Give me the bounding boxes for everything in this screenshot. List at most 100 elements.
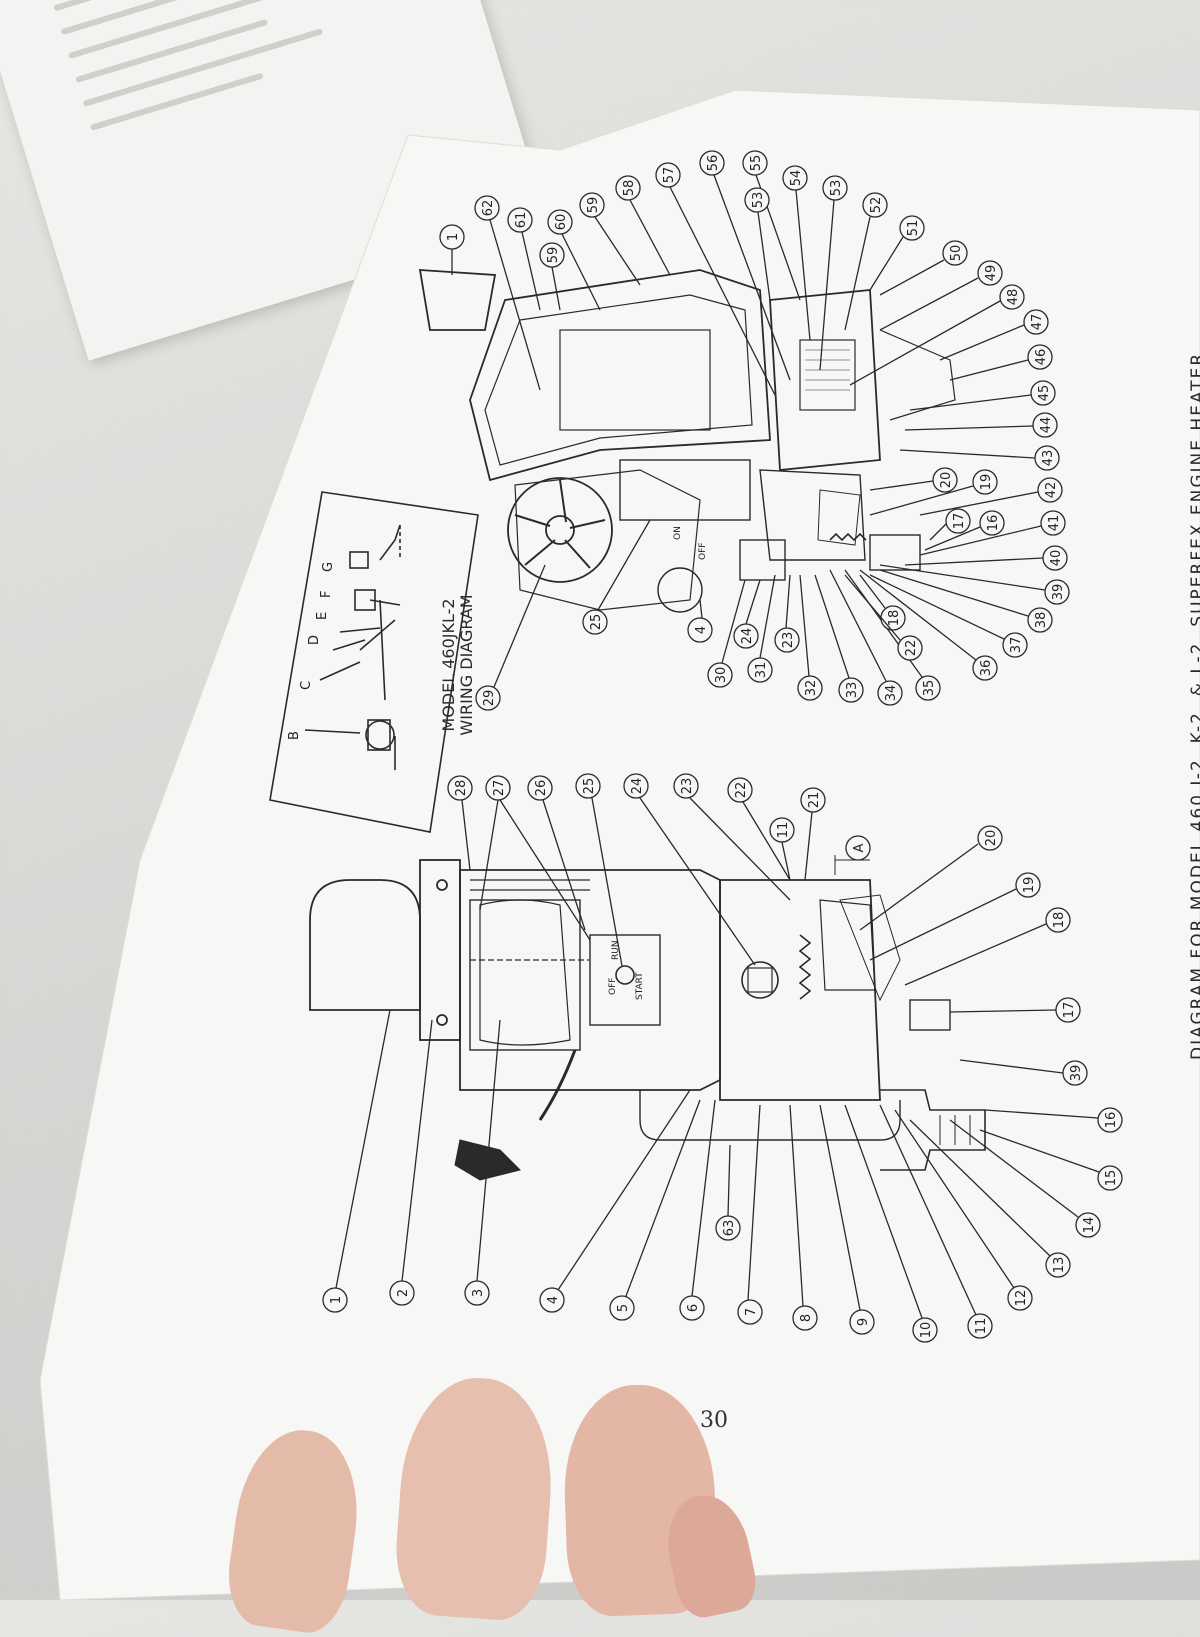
callout-text: 15 [1104, 1170, 1119, 1187]
callout-34 [829, 569, 903, 706]
callout-text: 58 [622, 180, 637, 197]
page-drawing: B C D E F G [39, 89, 1200, 1600]
callout-39-upper [879, 564, 1070, 605]
switch-off-label: OFF [698, 543, 708, 560]
callout-text: 34 [884, 685, 899, 702]
switch-off-label: OFF [608, 978, 618, 995]
lower-callouts [322, 773, 1123, 1343]
callout-text: 39 [1069, 1065, 1084, 1082]
callout-53a [744, 187, 771, 301]
callout-text: 19 [1022, 877, 1037, 894]
callout-text: 18 [887, 610, 902, 627]
callout-text: 27 [492, 780, 507, 797]
callout-14 [949, 1119, 1101, 1238]
callout-text: 20 [984, 830, 999, 847]
lower-heater-view [309, 855, 986, 1181]
callout-15 [979, 1129, 1123, 1191]
callout-26 [527, 775, 586, 931]
callout-60 [547, 209, 601, 311]
callout-text: 50 [949, 245, 964, 262]
callout-text: 36 [979, 660, 994, 677]
callout-text: 60 [554, 214, 569, 231]
callout-31 [747, 574, 776, 683]
callout-text: 12 [1014, 1290, 1029, 1307]
callout-text: 16 [1104, 1112, 1119, 1129]
callout-text: 42 [1044, 482, 1059, 499]
callout-text: 32 [804, 680, 819, 697]
callout-text: 41 [1047, 515, 1062, 532]
wiring-title-line2: WIRING DIAGRAM [457, 594, 476, 736]
callout-text: 11 [776, 822, 791, 839]
callout-22-upper [844, 574, 923, 661]
callout-text: 1 [329, 1296, 344, 1304]
callout-1-upper [439, 224, 465, 275]
callout-text: 9 [856, 1318, 871, 1326]
callout-text: 24 [740, 628, 755, 645]
callout-25 [575, 773, 623, 967]
callout-48 [849, 284, 1025, 386]
callout-59b [579, 192, 641, 286]
callout-28 [447, 775, 473, 871]
callout-62 [474, 195, 541, 391]
wiring-title-line1: MODEL 460JKL-2 [439, 598, 458, 732]
callout-56 [699, 150, 791, 381]
callout-text: 14 [1082, 1217, 1097, 1234]
callout-20 [859, 825, 1003, 931]
callout-text: 44 [1039, 417, 1054, 434]
callout-text: 49 [984, 265, 999, 282]
callout-text: 45 [1037, 385, 1052, 402]
callout-11 [879, 1104, 993, 1339]
callout-47 [939, 309, 1049, 361]
callout-text: 22 [904, 640, 919, 657]
callout-text: 53 [751, 192, 766, 209]
callout-text: 26 [534, 780, 549, 797]
callout-text: 61 [514, 212, 529, 229]
svg-text:F: F [319, 591, 334, 598]
callout-text: 53 [829, 180, 844, 197]
callout-text: 18 [1052, 912, 1067, 929]
callout-text: 11 [974, 1318, 989, 1335]
callout-text: 4 [694, 626, 709, 634]
callout-text: 37 [1009, 637, 1024, 654]
callout-63 [715, 1144, 741, 1241]
svg-text:B: B [287, 731, 302, 740]
callout-5 [609, 1099, 701, 1321]
callout-text: 59 [546, 247, 561, 264]
callout-text: 17 [952, 513, 967, 530]
callout-text: 35 [922, 680, 937, 697]
callout-text: 13 [1052, 1257, 1067, 1274]
callout-text: 54 [789, 170, 804, 187]
callout-23 [673, 773, 791, 901]
callout-42 [919, 477, 1063, 516]
callout-23-upper [774, 574, 800, 653]
callout-text: 38 [1034, 612, 1049, 629]
callout-16-upper [924, 510, 1005, 551]
callout-57 [655, 162, 776, 396]
callout-A [845, 835, 871, 861]
callout-text: 6 [686, 1304, 701, 1312]
callout-41 [919, 510, 1066, 556]
callout-20-upper [869, 467, 958, 493]
diagram-caption: DIAGRAM FOR MODEL 460 J-2, K-2, & L-2, S… [1188, 351, 1200, 1060]
callout-text: 52 [869, 197, 884, 214]
callout-text: 3 [471, 1289, 486, 1297]
callout-text: 5 [616, 1304, 631, 1312]
upper-callouts [439, 150, 1070, 711]
paper-sheet [39, 89, 1200, 1600]
callout-33 [814, 574, 864, 703]
callout-text: 16 [986, 515, 1001, 532]
callout-52 [844, 192, 888, 331]
upper-callout-numbers: 1 62 61 59 60 59 58 57 56 55 53 54 53 52… [446, 155, 1066, 707]
callout-53b [819, 175, 848, 371]
callout-4 [539, 1089, 691, 1313]
callout-27 [479, 775, 591, 941]
callout-text: 20 [939, 472, 954, 489]
callout-13 [909, 1119, 1071, 1278]
callout-text: 22 [734, 782, 749, 799]
callout-text: 10 [919, 1322, 934, 1339]
callout-text: 33 [845, 682, 860, 699]
wiring-diagram-title: MODEL 460JKL-2 WIRING DIAGRAM [439, 570, 476, 760]
callout-text: 8 [799, 1314, 814, 1322]
callout-text: 28 [454, 780, 469, 797]
callout-12 [894, 1109, 1033, 1311]
